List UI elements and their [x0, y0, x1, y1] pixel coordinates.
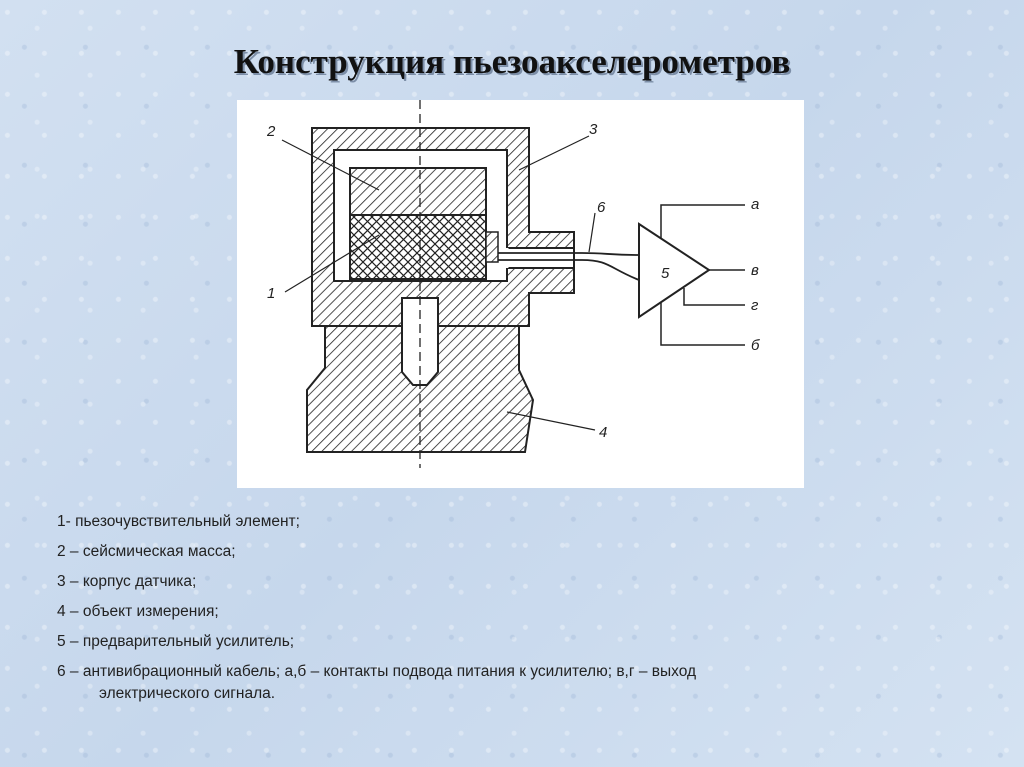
- label-2: 2: [266, 123, 276, 140]
- label-3: 3: [589, 121, 598, 138]
- cable: [498, 252, 640, 256]
- legend-item-3: 3 – корпус датчика;: [57, 573, 197, 590]
- slide-title: Конструкция пьезоакселерометров: [233, 42, 791, 81]
- label-b: б: [751, 337, 760, 354]
- seismic-mass: [349, 167, 487, 216]
- legend-item-1: 1- пьезочувствительный элемент;: [57, 513, 300, 530]
- label-5: 5: [661, 265, 670, 282]
- label-4: 4: [599, 424, 607, 441]
- legend-item-4: 4 – объект измерения;: [57, 603, 219, 620]
- contact-b-line: [660, 303, 745, 346]
- legend-item-6-line2: электрического сигнала.: [99, 685, 276, 702]
- accelerometer-diagram: 2 3 1 6 4 5 а в г б: [237, 100, 804, 488]
- piezo-element: [349, 214, 487, 280]
- preamplifier: [638, 222, 711, 319]
- label-g: г: [751, 297, 759, 314]
- label-6: 6: [597, 199, 606, 216]
- label-1: 1: [267, 285, 275, 302]
- label-a: а: [751, 196, 759, 213]
- legend: 1- пьезочувствительный элемент; 2 – сейс…: [57, 511, 957, 705]
- legend-item-6-line1: 6 – антивибрационный кабель; а,б – конта…: [57, 663, 697, 680]
- contact-a-line: [660, 204, 745, 238]
- label-v: в: [751, 262, 759, 279]
- connector-stub: [485, 231, 499, 263]
- legend-item-2: 2 – сейсмическая масса;: [57, 543, 236, 560]
- legend-item-5: 5 – предварительный усилитель;: [57, 633, 295, 650]
- legend-item-6: 6 – антивибрационный кабель; а,б – конта…: [57, 661, 957, 705]
- output-g-line: [683, 288, 745, 306]
